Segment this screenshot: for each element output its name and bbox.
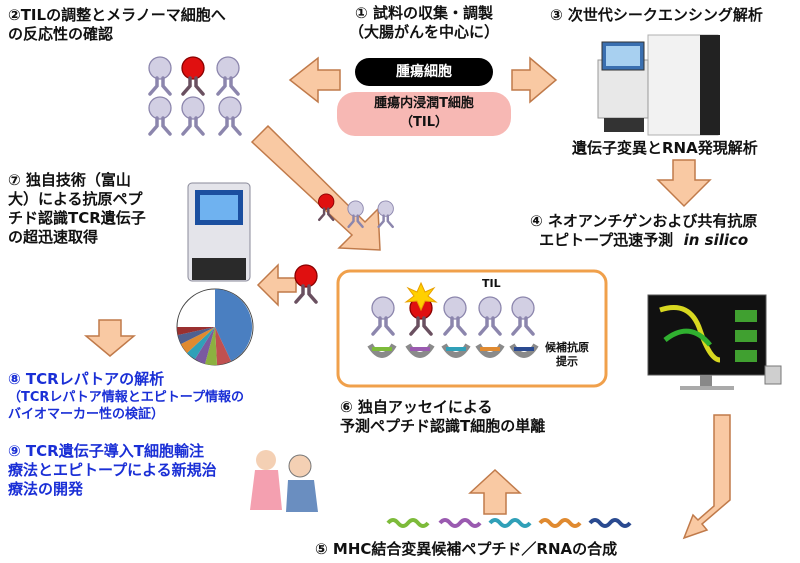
step2-line2: の反応性の確認 [8,25,114,43]
step7-line1: ⑦ 独自技術（富山 [8,171,131,189]
assay-apc-line2: 提示 [556,355,578,368]
step6-label: ⑥ 独自アッセイによる 予測ペプチド認識T細胞の単離 [340,398,545,436]
step6-line2: 予測ペプチド認識T細胞の単離 [340,417,546,435]
til-cell-cluster [147,55,243,136]
antigen-presenting-cells [367,343,539,358]
step3-caption: 遺伝子変異とRNA発現解析 [572,139,758,157]
arrow-diagonal-to-assay [250,124,381,251]
assay-box [336,269,608,388]
step7-line2: 大）による抗原ペプ [8,190,143,208]
computer-icon [647,294,782,390]
pcr-machine-icon [187,182,251,282]
step2-line1: ②TILの調整とメラノーマ細胞へ [8,6,226,24]
step4-line1: ④ ネオアンチゲンおよび共有抗原 [530,212,758,230]
step4-line2: エピトープ迅速予測 [539,231,674,249]
assay-apc-label: 候補抗原 提示 [545,341,589,369]
assay-til-label: TIL [482,277,501,290]
assay-tcells [370,281,536,336]
peptide-strands [386,518,632,528]
step1-line2: （大腸がんを中心に） [348,23,499,41]
step8-line1: ⑧ TCRレパトアの解析 [8,370,165,388]
red-tcell-icon [293,263,319,304]
til-pill: 腫瘍内浸潤T細胞 （TIL） [337,92,511,136]
assay-apc-line1: 候補抗原 [545,341,589,354]
step8-label: ⑧ TCRレパトアの解析 （TCRレパトア情報とエピトープ情報の バイオマーカー… [8,370,244,423]
til-pill-line2: （TIL） [400,115,448,130]
step1-line1: ① 試料の収集・調製 [355,4,493,22]
step9-line3: 療法の開発 [8,480,84,498]
arrow-to-pie [256,263,297,307]
arrow-to-step6 [468,468,522,515]
arrow-to-step4 [656,159,712,208]
arrow-to-step5 [682,414,731,540]
step1-label: ① 試料の収集・調製 （大腸がんを中心に） [335,4,513,42]
tcr-repertoire-pie [176,288,254,366]
til-pill-line1: 腫瘍内浸潤T細胞 [374,96,474,111]
step5-label: ⑤ MHC結合変異候補ペプチド／RNAの合成 [315,540,618,558]
step8-sub1: （TCRレパトア情報とエピトープ情報の [8,390,245,405]
arrow-to-step3 [511,56,558,104]
arrow-to-step8 [83,319,137,357]
step7-line4: の超迅速取得 [8,228,99,246]
step4-in-silico: in silico [683,231,749,249]
patient-nurse-illustration [250,450,318,512]
step9-line1: ⑨ TCR遺伝子導入T細胞輸注 [8,442,204,460]
step6-line1: ⑥ 独自アッセイによる [340,398,493,416]
step4-label: ④ ネオアンチゲンおよび共有抗原 エピトープ迅速予測 in silico [530,212,757,250]
step9-line2: 療法とエピトープによる新規治 [8,461,217,479]
step7-label: ⑦ 独自技術（富山 大）による抗原ペプ チド認識TCR遺伝子 の超迅速取得 [8,171,146,247]
tumor-cell-pill: 腫瘍細胞 [355,58,493,86]
sequencer-icon [597,34,720,136]
step8-sub2: バイオマーカー性の検証） [8,407,165,422]
step3-label: ③ 次世代シークエンシング解析 [550,6,763,24]
step9-label: ⑨ TCR遺伝子導入T細胞輸注 療法とエピトープによる新規治 療法の開発 [8,442,217,499]
arrow-to-step2 [288,56,341,104]
step7-line3: チド認識TCR遺伝子 [8,209,146,227]
step2-label: ②TILの調整とメラノーマ細胞へ の反応性の確認 [8,6,226,44]
